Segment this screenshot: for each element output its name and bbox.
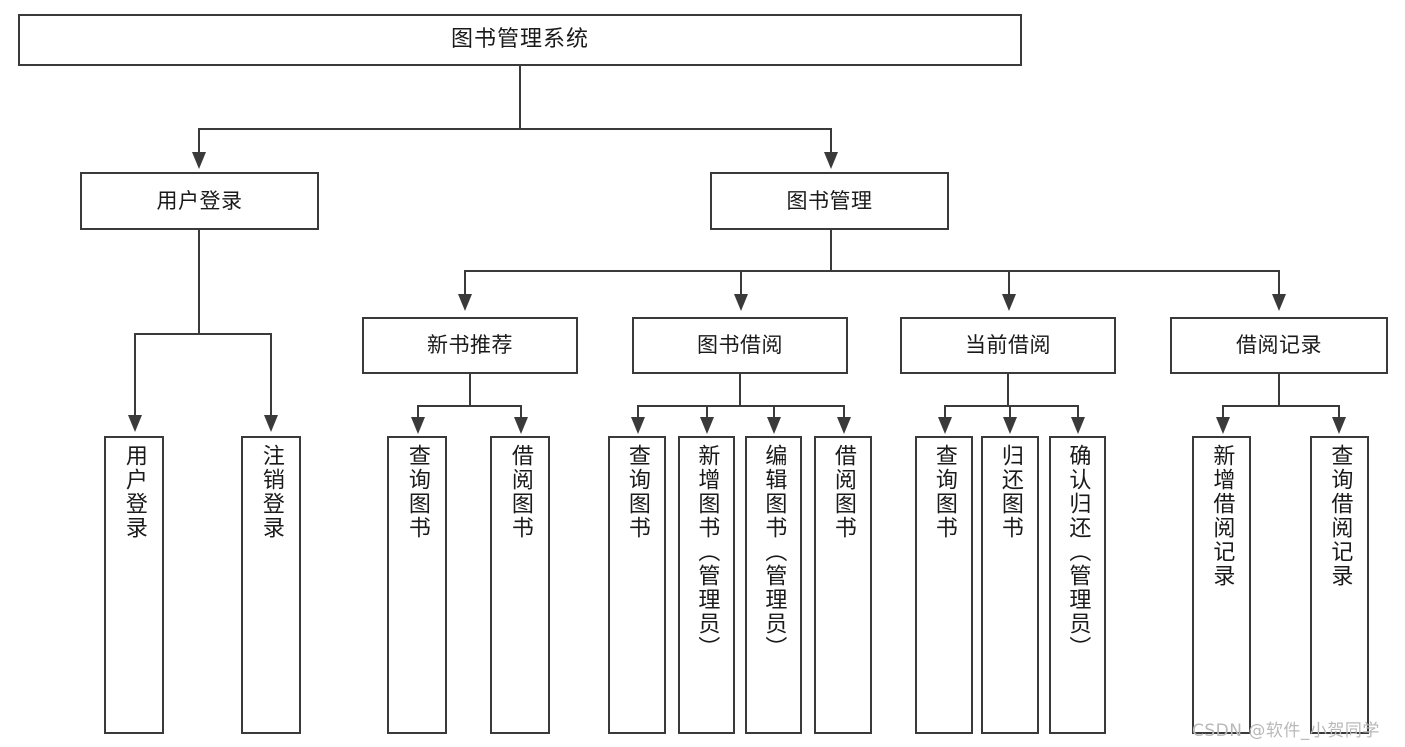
leaf-query-record[interactable]: 查询借阅记录 <box>1310 436 1369 734</box>
leaf-add-book-label: 新增图书（管理员） <box>694 444 720 660</box>
node-borrow-record[interactable]: 借阅记录 <box>1170 317 1388 374</box>
node-book-borrow[interactable]: 图书借阅 <box>632 317 848 374</box>
leaf-query-book-1[interactable]: 查询图书 <box>387 436 447 734</box>
node-root[interactable]: 图书管理系统 <box>18 14 1022 66</box>
edge-level3-bus <box>464 270 1278 272</box>
edge-level2-bus <box>198 128 832 130</box>
node-current-borrow[interactable]: 当前借阅 <box>900 317 1116 374</box>
edge-bb-drop-4 <box>843 405 845 419</box>
leaf-query-book-1-label: 查询图书 <box>404 444 430 540</box>
arrowhead-borrow-record <box>1272 294 1286 311</box>
edge-user-login-drop-1 <box>134 333 136 417</box>
leaf-user-login-label: 用户登录 <box>121 444 147 540</box>
arrowhead-leaf-query-book-3 <box>938 417 952 434</box>
node-book-borrow-label: 图书借阅 <box>697 333 783 358</box>
edge-root-stem <box>519 66 521 128</box>
edge-bb-drop-1 <box>637 405 639 419</box>
leaf-add-record[interactable]: 新增借阅记录 <box>1192 436 1251 734</box>
leaf-user-login[interactable]: 用户登录 <box>104 436 164 734</box>
leaf-edit-book-label: 编辑图书（管理员） <box>761 444 787 660</box>
edge-br-drop-1 <box>1222 405 1224 419</box>
edge-current-borrow-bus <box>944 405 1079 407</box>
edge-book-borrow-stem <box>739 374 741 405</box>
node-root-label: 图书管理系统 <box>450 27 589 53</box>
edge-user-login-bus <box>134 333 272 335</box>
edge-current-borrow-stem <box>1007 374 1009 405</box>
edge-book-borrow-bus <box>637 405 845 407</box>
arrowhead-leaf-borrow-book-2 <box>837 417 851 434</box>
edge-new-book-recommend-bus <box>417 405 522 407</box>
leaf-query-book-3[interactable]: 查询图书 <box>915 436 973 734</box>
edge-to-book-borrow <box>740 270 742 296</box>
leaf-borrow-book-2[interactable]: 借阅图书 <box>814 436 872 734</box>
node-user-login-label: 用户登录 <box>156 188 243 213</box>
edge-cb-drop-3 <box>1077 405 1079 419</box>
leaf-query-book-3-label: 查询图书 <box>931 444 957 540</box>
edge-nbr-drop-2 <box>520 405 522 419</box>
node-book-manage-label: 图书管理 <box>786 188 873 213</box>
edge-to-book-manage <box>830 128 832 154</box>
edge-new-book-recommend-stem <box>469 374 471 405</box>
edge-bb-drop-3 <box>773 405 775 419</box>
node-new-book-recommend-label: 新书推荐 <box>427 333 513 358</box>
arrowhead-user-login <box>192 152 206 169</box>
node-borrow-record-label: 借阅记录 <box>1236 333 1322 358</box>
edge-borrow-record-stem <box>1278 374 1280 405</box>
leaf-logout-label: 注销登录 <box>258 444 284 540</box>
edge-user-login-stem <box>198 230 200 333</box>
leaf-logout[interactable]: 注销登录 <box>241 436 301 734</box>
leaf-return-book-label: 归还图书 <box>997 444 1023 540</box>
arrowhead-leaf-add-book <box>700 417 714 434</box>
leaf-return-book[interactable]: 归还图书 <box>981 436 1039 734</box>
node-user-login[interactable]: 用户登录 <box>80 172 319 230</box>
leaf-confirm-return-label: 确认归还（管理员） <box>1065 444 1091 660</box>
edge-to-borrow-record <box>1278 270 1280 296</box>
edge-book-manage-stem <box>830 230 832 272</box>
edge-br-drop-2 <box>1338 405 1340 419</box>
arrowhead-leaf-user-login <box>128 415 142 432</box>
leaf-confirm-return[interactable]: 确认归还（管理员） <box>1049 436 1106 734</box>
edge-cb-drop-2 <box>1009 405 1011 419</box>
arrowhead-leaf-confirm-return <box>1071 417 1085 434</box>
arrowhead-leaf-query-record <box>1332 417 1346 434</box>
edge-user-login-drop-2 <box>270 333 272 417</box>
arrowhead-book-borrow <box>734 294 748 311</box>
leaf-borrow-book-1-label: 借阅图书 <box>507 444 533 540</box>
arrowhead-current-borrow <box>1002 294 1016 311</box>
edge-to-user-login <box>198 128 200 154</box>
watermark: CSDN @软件_小贺同学 <box>1192 721 1380 741</box>
leaf-add-book[interactable]: 新增图书（管理员） <box>678 436 735 734</box>
edge-bb-drop-2 <box>706 405 708 419</box>
arrowhead-leaf-query-book-2 <box>631 417 645 434</box>
arrowhead-leaf-borrow-book-1 <box>514 417 528 434</box>
edge-borrow-record-bus <box>1222 405 1340 407</box>
arrowhead-leaf-edit-book <box>767 417 781 434</box>
arrowhead-leaf-query-book-1 <box>411 417 425 434</box>
edge-nbr-drop-1 <box>417 405 419 419</box>
arrowhead-new-book-recommend <box>458 294 472 311</box>
edge-cb-drop-1 <box>944 405 946 419</box>
arrowhead-leaf-add-record <box>1216 417 1230 434</box>
node-current-borrow-label: 当前借阅 <box>965 333 1051 358</box>
arrowhead-leaf-logout <box>264 415 278 432</box>
edge-to-new-book-recommend <box>464 270 466 296</box>
leaf-query-book-2-label: 查询图书 <box>624 444 650 540</box>
node-new-book-recommend[interactable]: 新书推荐 <box>362 317 578 374</box>
edge-to-current-borrow <box>1008 270 1010 296</box>
leaf-edit-book[interactable]: 编辑图书（管理员） <box>745 436 802 734</box>
arrowhead-leaf-return-book <box>1003 417 1017 434</box>
leaf-query-book-2[interactable]: 查询图书 <box>608 436 666 734</box>
leaf-borrow-book-1[interactable]: 借阅图书 <box>490 436 550 734</box>
leaf-borrow-book-2-label: 借阅图书 <box>830 444 856 540</box>
arrowhead-book-manage <box>824 152 838 169</box>
node-book-manage[interactable]: 图书管理 <box>710 172 949 230</box>
leaf-add-record-label: 新增借阅记录 <box>1209 444 1235 588</box>
leaf-query-record-label: 查询借阅记录 <box>1327 444 1353 588</box>
